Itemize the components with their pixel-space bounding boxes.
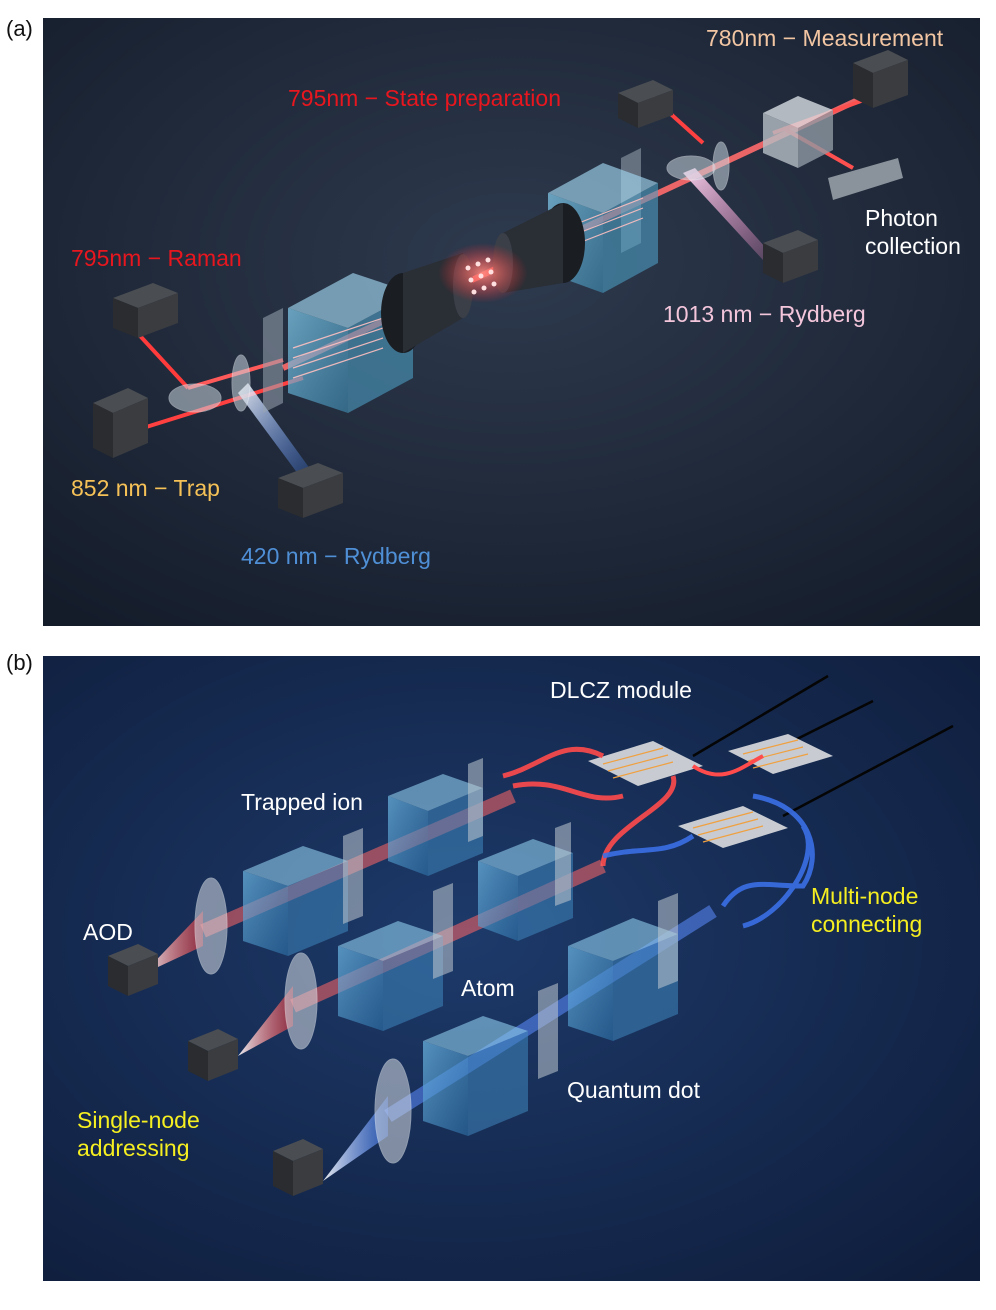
dlcz-chip-3 xyxy=(678,806,788,848)
row2-cube-1 xyxy=(338,921,443,1031)
laser-box-420 xyxy=(278,463,343,518)
row2-fan xyxy=(238,986,293,1056)
label-multi-node: Multi-node connecting xyxy=(811,883,923,937)
label-dlcz-module: DLCZ module xyxy=(550,677,692,703)
blue-fiber-bundle xyxy=(602,793,815,929)
label-raman: 795nm − Raman xyxy=(71,245,242,271)
label-state-prep: 795nm − State preparation xyxy=(288,85,561,111)
row3-plate xyxy=(538,983,558,1079)
panel-a-illustration xyxy=(43,18,980,626)
aod-box-1 xyxy=(108,944,158,996)
label-trapped-ion: Trapped ion xyxy=(241,789,363,815)
atom-array-glow xyxy=(438,243,528,303)
dlcz-chip-1 xyxy=(588,741,703,786)
photon-detector xyxy=(828,158,903,200)
row3-fan xyxy=(323,1096,388,1181)
aod-box-2 xyxy=(188,1029,238,1081)
row3-cube-1 xyxy=(423,1016,528,1136)
laser-box-measurement xyxy=(853,50,908,108)
plate-left xyxy=(263,308,283,413)
label-trap: 852 nm − Trap xyxy=(71,475,220,501)
panel-a: 780nm − Measurement 795nm − State prepar… xyxy=(43,18,980,626)
row2-lens xyxy=(284,952,318,1050)
laser-box-trap xyxy=(93,388,148,458)
panel-b: DLCZ module Trapped ion AOD Multi-node c… xyxy=(43,656,980,1281)
label-photon-collection: Photon collection xyxy=(865,205,961,259)
lens-right-1 xyxy=(666,155,716,181)
row1-plate-2 xyxy=(468,758,483,842)
aod-box-3 xyxy=(273,1139,323,1196)
label-quantum-dot: Quantum dot xyxy=(567,1077,700,1103)
rydberg-420-beam xyxy=(238,383,313,478)
label-atom: Atom xyxy=(461,975,515,1001)
panel-b-illustration xyxy=(43,656,980,1281)
row1-lens xyxy=(194,877,228,975)
label-rydberg-1013: 1013 nm − Rydberg xyxy=(663,301,866,327)
panel-a-letter: (a) xyxy=(6,16,33,41)
row3-plate-2 xyxy=(658,893,678,989)
lens-right-2 xyxy=(712,141,730,191)
label-rydberg-420: 420 nm − Rydberg xyxy=(241,543,431,569)
row2-plate-2 xyxy=(555,822,571,906)
row1-plate xyxy=(343,828,363,924)
atom-array xyxy=(465,257,497,295)
row2-plate xyxy=(433,883,453,979)
panel-b-letter: (b) xyxy=(6,650,33,675)
red-fiber-link xyxy=(691,754,764,777)
row1-cube-1 xyxy=(243,846,348,956)
row3-lens xyxy=(374,1058,412,1164)
lens-left-2 xyxy=(231,354,251,412)
rydberg-1013-beam xyxy=(683,168,773,260)
label-single-node: Single-node addressing xyxy=(77,1107,200,1161)
label-aod: AOD xyxy=(83,919,133,945)
laser-box-1013 xyxy=(763,230,818,283)
label-measurement: 780nm − Measurement xyxy=(706,25,944,51)
beam-splitter xyxy=(763,96,833,168)
laser-box-state-prep xyxy=(618,80,673,128)
laser-box-raman xyxy=(113,283,178,338)
lens-left-1 xyxy=(168,383,222,413)
